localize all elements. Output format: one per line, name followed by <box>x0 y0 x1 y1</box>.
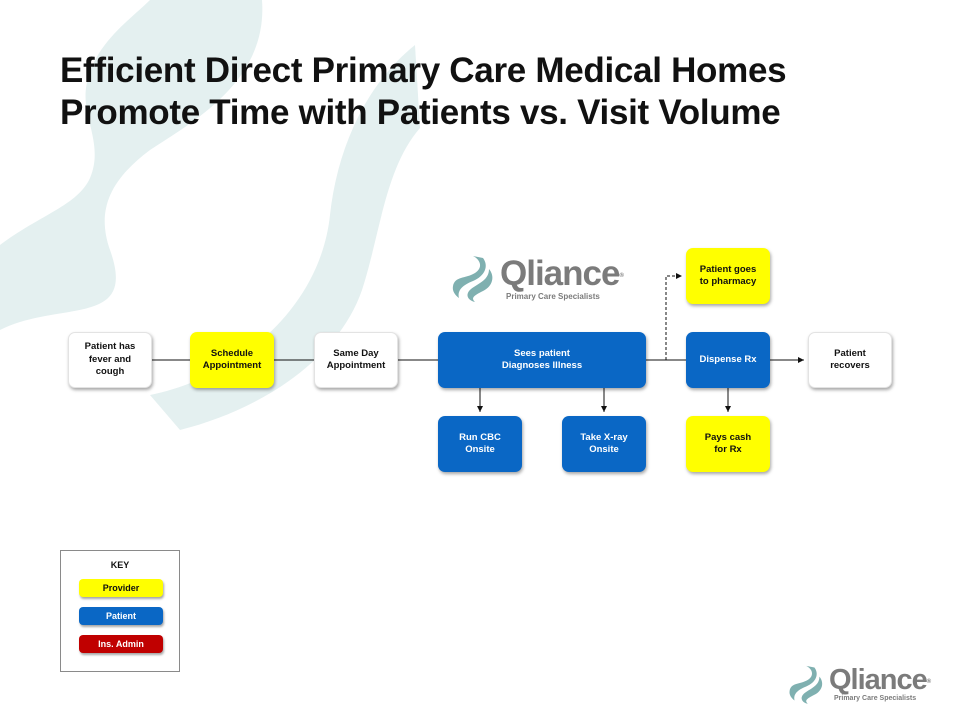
box-dispense-rx: Dispense Rx <box>686 332 770 388</box>
box-sees-patient: Sees patient Diagnoses Illness <box>438 332 646 388</box>
box-run-cbc: Run CBC Onsite <box>438 416 522 472</box>
box-take-xray: Take X-ray Onsite <box>562 416 646 472</box>
logo-name: Qliance <box>500 253 620 293</box>
title-line-2: Promote Time with Patients vs. Visit Vol… <box>60 93 781 132</box>
legend-key: KEY Provider Patient Ins. Admin <box>60 550 180 672</box>
key-ins-admin: Ins. Admin <box>79 635 163 653</box>
qliance-symbol-icon <box>452 256 493 302</box>
key-title: KEY <box>110 560 130 570</box>
qliance-logo: Qliance® Primary Care Specialists <box>451 254 624 302</box>
title-line-1: Efficient Direct Primary Care Medical Ho… <box>60 51 787 90</box>
box-patient-fever: Patient has fever and cough <box>68 332 152 388</box>
key-provider: Provider <box>79 579 163 597</box>
key-patient: Patient <box>79 607 163 625</box>
connector-dashed-to-pharmacy <box>665 273 682 360</box>
logo-footer-name: Qliance <box>829 664 928 696</box>
qliance-logo-footer: Qliance® Primary Care Specialists <box>788 664 931 704</box>
slide-title: Efficient Direct Primary Care Medical Ho… <box>60 50 920 134</box>
box-patient-recovers: Patient recovers <box>808 332 892 388</box>
box-schedule-appointment: Schedule Appointment <box>190 332 274 388</box>
logo-registered-mark: ® <box>619 272 624 279</box>
box-pays-cash: Pays cash for Rx <box>686 416 770 472</box>
logo-tagline: Primary Care Specialists <box>506 291 600 301</box>
qliance-symbol-icon-footer <box>789 665 823 704</box>
box-same-day-appointment: Same Day Appointment <box>314 332 398 388</box>
logo-footer-tagline: Primary Care Specialists <box>834 695 917 702</box>
logo-footer-registered-mark: ® <box>926 679 932 685</box>
box-patient-pharmacy: Patient goes to pharmacy <box>686 248 770 304</box>
